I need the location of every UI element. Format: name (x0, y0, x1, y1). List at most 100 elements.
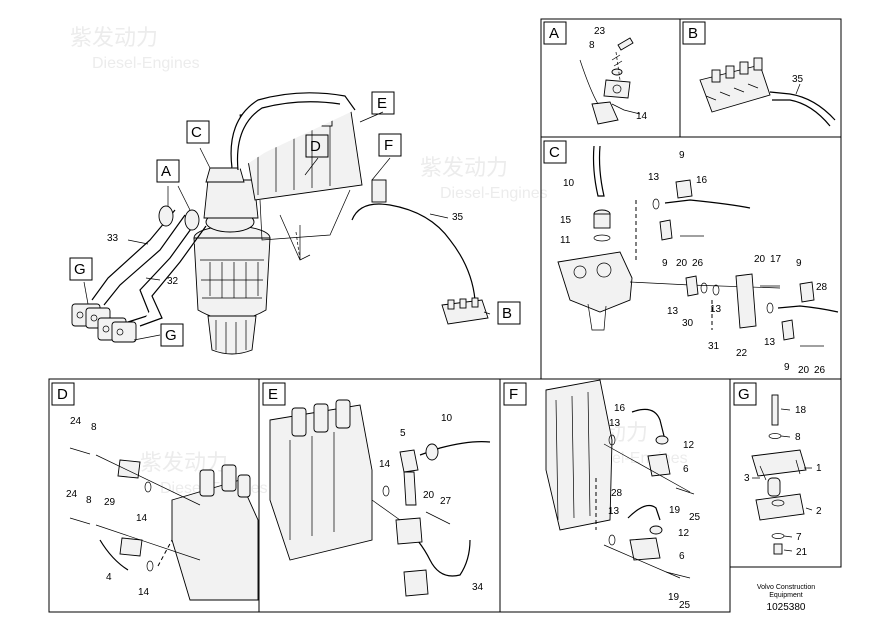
label-20: 20 (423, 490, 435, 501)
pipe-32b (139, 225, 207, 327)
label-9: 9 (662, 258, 668, 269)
watermark-sub: Diesel-Engines (440, 185, 548, 202)
label-32: 32 (167, 276, 179, 287)
label-15: 15 (560, 215, 572, 226)
label-35: 35 (792, 74, 804, 85)
callout-g: G (74, 261, 86, 278)
label-14: 14 (138, 587, 150, 598)
label-8: 8 (795, 432, 801, 443)
label-28: 28 (816, 282, 828, 293)
label-20: 20 (798, 365, 810, 376)
main-assembly (71, 92, 491, 355)
panel-f: F 16 13 12 6 19 25 28 13 12 6 19 25 (499, 378, 731, 613)
label-11: 11 (560, 235, 571, 246)
main-callouts: A C D E F B G G 33 32 35 (69, 91, 521, 347)
label-24: 24 (66, 489, 78, 500)
panel-d: D 24 8 29 14 24 8 4 14 (48, 378, 260, 613)
label-16: 16 (696, 175, 708, 186)
label-24: 24 (70, 416, 82, 427)
coupling-a2 (184, 209, 200, 231)
label-5: 5 (400, 428, 406, 439)
label-34: 34 (472, 582, 484, 593)
label-14: 14 (136, 513, 148, 524)
watermark-sub: Diesel-Engines (92, 55, 200, 72)
label-26: 26 (814, 365, 826, 376)
panel-c: C 10 15 11 9 13 (540, 136, 842, 380)
label-31: 31 (708, 341, 720, 352)
coupling-a1 (158, 205, 174, 227)
label-14: 14 (379, 459, 391, 470)
label-12: 12 (683, 440, 695, 451)
callout-a: A (161, 163, 171, 180)
distribution-block-b (441, 297, 489, 325)
label-25: 25 (689, 512, 701, 523)
label-18: 18 (795, 405, 807, 416)
maker-line-1: Volvo Construction (757, 584, 815, 591)
swing-motor (193, 167, 271, 355)
panel-e: E 10 5 14 20 27 34 (258, 378, 501, 613)
top-hose-2 (236, 101, 341, 171)
panel-g: G 18 8 3 1 2 7 21 (729, 378, 842, 568)
callout-e: E (377, 95, 387, 112)
drawing-number: 1025380 (767, 602, 806, 613)
label-6: 6 (683, 464, 689, 475)
label-1: 1 (816, 463, 822, 474)
label-9: 9 (796, 258, 802, 269)
label-21: 21 (796, 547, 808, 558)
label-4: 4 (106, 572, 112, 583)
label-13: 13 (608, 506, 620, 517)
label-20: 20 (676, 258, 688, 269)
pipe-32 (127, 221, 197, 323)
label-12: 12 (678, 528, 690, 539)
maker-line-2: Equipment (769, 592, 803, 599)
label-17: 17 (770, 254, 782, 265)
label-8: 8 (91, 422, 97, 433)
panel-a-title: A (549, 25, 559, 42)
label-13: 13 (609, 418, 621, 429)
panel-c-title: C (549, 144, 560, 161)
label-20: 20 (754, 254, 766, 265)
label-26: 26 (692, 258, 704, 269)
label-8: 8 (589, 40, 595, 51)
label-29: 29 (104, 497, 116, 508)
callout-d: D (310, 138, 321, 155)
label-13: 13 (648, 172, 660, 183)
label-19: 19 (669, 505, 681, 516)
hose-35 (351, 203, 476, 301)
label-16: 16 (614, 403, 626, 414)
label-9: 9 (784, 362, 790, 373)
label-10: 10 (563, 178, 575, 189)
label-9: 9 (679, 150, 685, 161)
label-3: 3 (744, 473, 750, 484)
label-10: 10 (441, 413, 453, 424)
label-27: 27 (440, 496, 452, 507)
label-23: 23 (594, 26, 606, 37)
label-8: 8 (86, 495, 92, 506)
label-7: 7 (796, 532, 802, 543)
label-13: 13 (764, 337, 776, 348)
label-14: 14 (636, 111, 648, 122)
label-6: 6 (679, 551, 685, 562)
panel-f-title: F (509, 386, 518, 403)
panel-b-title: B (688, 25, 698, 42)
label-33: 33 (107, 233, 119, 244)
footer: Volvo Construction Equipment 1025380 (757, 584, 815, 613)
callout-c: C (191, 124, 202, 141)
label-13: 13 (667, 306, 679, 317)
label-30: 30 (682, 318, 694, 329)
panel-e-title: E (268, 386, 278, 403)
flange-blocks-g (71, 303, 137, 343)
watermark-brand: 紫发动力 (70, 25, 158, 50)
label-22: 22 (736, 348, 748, 359)
callout-b: B (502, 305, 512, 322)
panel-b: B 35 (679, 18, 842, 138)
panel-d-title: D (57, 386, 68, 403)
watermark-brand: 紫发动力 (140, 450, 228, 475)
label-28: 28 (611, 488, 623, 499)
label-25: 25 (679, 600, 691, 611)
panel-a: A 23 8 14 (540, 18, 681, 138)
panel-g-title: G (738, 386, 750, 403)
label-13: 13 (710, 304, 722, 315)
callout-g: G (165, 327, 177, 344)
